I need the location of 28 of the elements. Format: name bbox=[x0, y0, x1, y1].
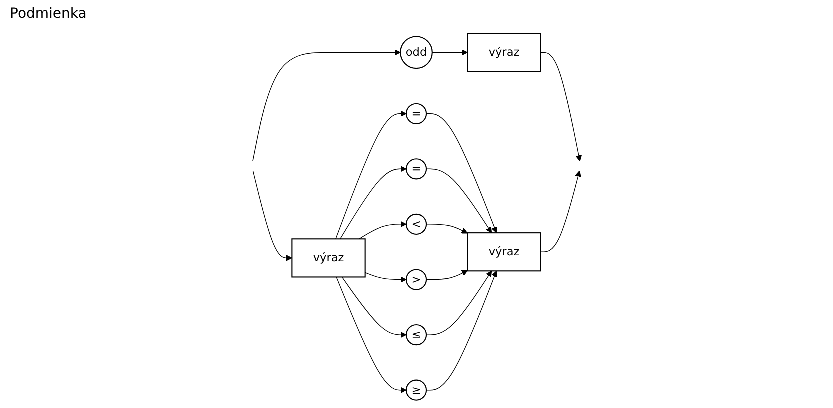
arrow bbox=[426, 168, 492, 234]
arrow bbox=[364, 272, 407, 283]
node-circle: < bbox=[406, 214, 428, 235]
arrow bbox=[426, 224, 468, 234]
arrow bbox=[426, 270, 468, 280]
diagram-title: Podmienka bbox=[10, 6, 87, 22]
arrow bbox=[342, 276, 407, 338]
arrow bbox=[426, 270, 492, 336]
arrow bbox=[252, 50, 401, 162]
arrow bbox=[340, 166, 407, 240]
node-box: výraz bbox=[292, 238, 366, 278]
node-circle: > bbox=[406, 269, 428, 290]
arrow bbox=[426, 114, 498, 234]
arrow bbox=[359, 221, 407, 240]
node-circle: = bbox=[406, 158, 428, 180]
node-circle: odd bbox=[400, 36, 433, 70]
arrow bbox=[426, 270, 498, 391]
node-box: výraz bbox=[467, 232, 542, 272]
node-circle: ≤ bbox=[406, 324, 428, 346]
arrow bbox=[540, 52, 582, 162]
node-circle: ≥ bbox=[406, 380, 428, 401]
arrow bbox=[252, 170, 292, 262]
arrow bbox=[336, 276, 407, 394]
arrow bbox=[336, 110, 407, 240]
node-circle: = bbox=[406, 103, 428, 124]
arrow bbox=[432, 50, 468, 56]
node-box: výraz bbox=[467, 33, 542, 72]
arrow bbox=[540, 170, 582, 252]
